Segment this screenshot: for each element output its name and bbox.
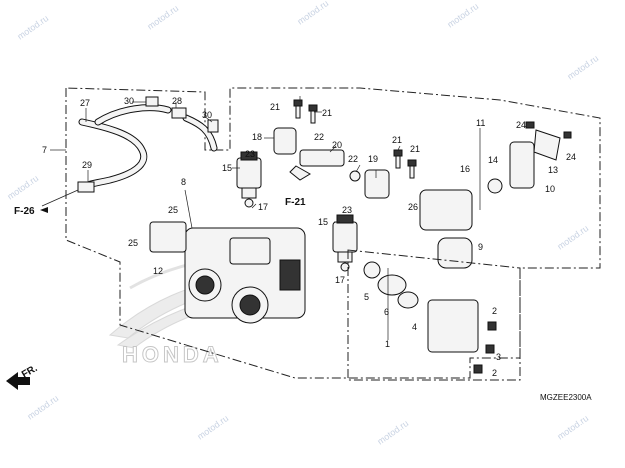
callout-2: 2 (492, 306, 497, 316)
ref-f26: F-26 (14, 206, 35, 217)
callout-5: 5 (364, 292, 369, 302)
watermark-text: motod.ru (555, 223, 590, 252)
throttle-body (149, 221, 306, 324)
callout-26: 26 (408, 202, 418, 212)
watermark-text: motod.ru (555, 413, 590, 442)
callout-16: 16 (460, 164, 470, 174)
watermark-text: motod.ru (5, 173, 40, 202)
callout-21: 21 (322, 108, 332, 118)
callout-23: 23 (245, 149, 255, 159)
bolt-group-21 (293, 99, 417, 179)
sensor-sub-assembly (419, 121, 572, 269)
injector-lower (332, 214, 358, 272)
callout-21: 21 (410, 144, 420, 154)
diagram-code: MGZEE2300A (540, 393, 592, 402)
callout-30: 30 (202, 110, 212, 120)
honda-logo-text: HONDA (122, 342, 223, 367)
callout-22: 22 (314, 132, 324, 142)
callout-11: 11 (476, 118, 485, 128)
callout-3: 3 (496, 352, 501, 362)
watermark-text: motod.ru (195, 413, 230, 442)
bracket-12 (149, 221, 187, 253)
leader-lines (41, 96, 481, 340)
callout-24: 24 (516, 120, 526, 130)
callout-25: 25 (168, 205, 178, 215)
callout-23: 23 (342, 205, 352, 215)
callout-4: 4 (412, 322, 417, 332)
sub-assembly-outline (347, 249, 521, 381)
clip-30 (145, 96, 159, 107)
callout-15: 15 (222, 163, 232, 173)
callout-20: 20 (332, 140, 342, 150)
watermark-text: motod.ru (25, 393, 60, 422)
callout-2: 2 (492, 368, 497, 378)
joint-28 (171, 107, 187, 119)
callout-13: 13 (548, 165, 558, 175)
callout-6: 6 (384, 307, 389, 317)
watermark-text: motod.ru (295, 0, 330, 27)
callout-17: 17 (335, 275, 345, 285)
callout-18: 18 (252, 132, 262, 142)
callout-12: 12 (153, 266, 163, 276)
callout-17: 17 (258, 202, 268, 212)
callout-7: 7 (42, 145, 47, 155)
callout-15: 15 (318, 217, 328, 227)
ref-f26-arrow (40, 207, 48, 213)
callout-9: 9 (478, 242, 483, 252)
callout-10: 10 (545, 184, 555, 194)
callout-27: 27 (80, 98, 90, 108)
front-direction-indicator: FR. (6, 363, 40, 390)
watermark-text: motod.ru (565, 53, 600, 82)
callout-21: 21 (392, 135, 402, 145)
callout-19: 19 (368, 154, 378, 164)
callout-21: 21 (270, 102, 280, 112)
callout-22: 22 (348, 154, 358, 164)
callout-29: 29 (82, 160, 92, 170)
callout-28: 28 (172, 96, 182, 106)
watermark-text: motod.ru (145, 3, 180, 32)
breather-hose-group (77, 96, 219, 193)
callout-1: 1 (385, 339, 390, 349)
callout-25: 25 (128, 238, 138, 248)
callout-labels: 1 2 2 3 4 5 6 7 8 9 10 11 12 13 14 15 15… (42, 96, 576, 378)
callout-14: 14 (488, 155, 498, 165)
watermark-text: motod.ru (15, 13, 50, 42)
joint-29 (77, 181, 95, 193)
callout-8: 8 (181, 177, 186, 187)
injector-upper (236, 151, 262, 208)
clip-30b (207, 119, 219, 133)
callout-30: 30 (124, 96, 134, 106)
fuel-rail-group (273, 127, 390, 199)
intake-pressure-group (363, 261, 497, 374)
assembly-outline (65, 87, 601, 379)
ref-f21: F-21 (285, 197, 306, 208)
watermark-text: motod.ru (375, 418, 410, 447)
front-label: FR. (20, 363, 40, 381)
watermark-text: motod.ru (445, 1, 480, 30)
callout-24: 24 (566, 152, 576, 162)
